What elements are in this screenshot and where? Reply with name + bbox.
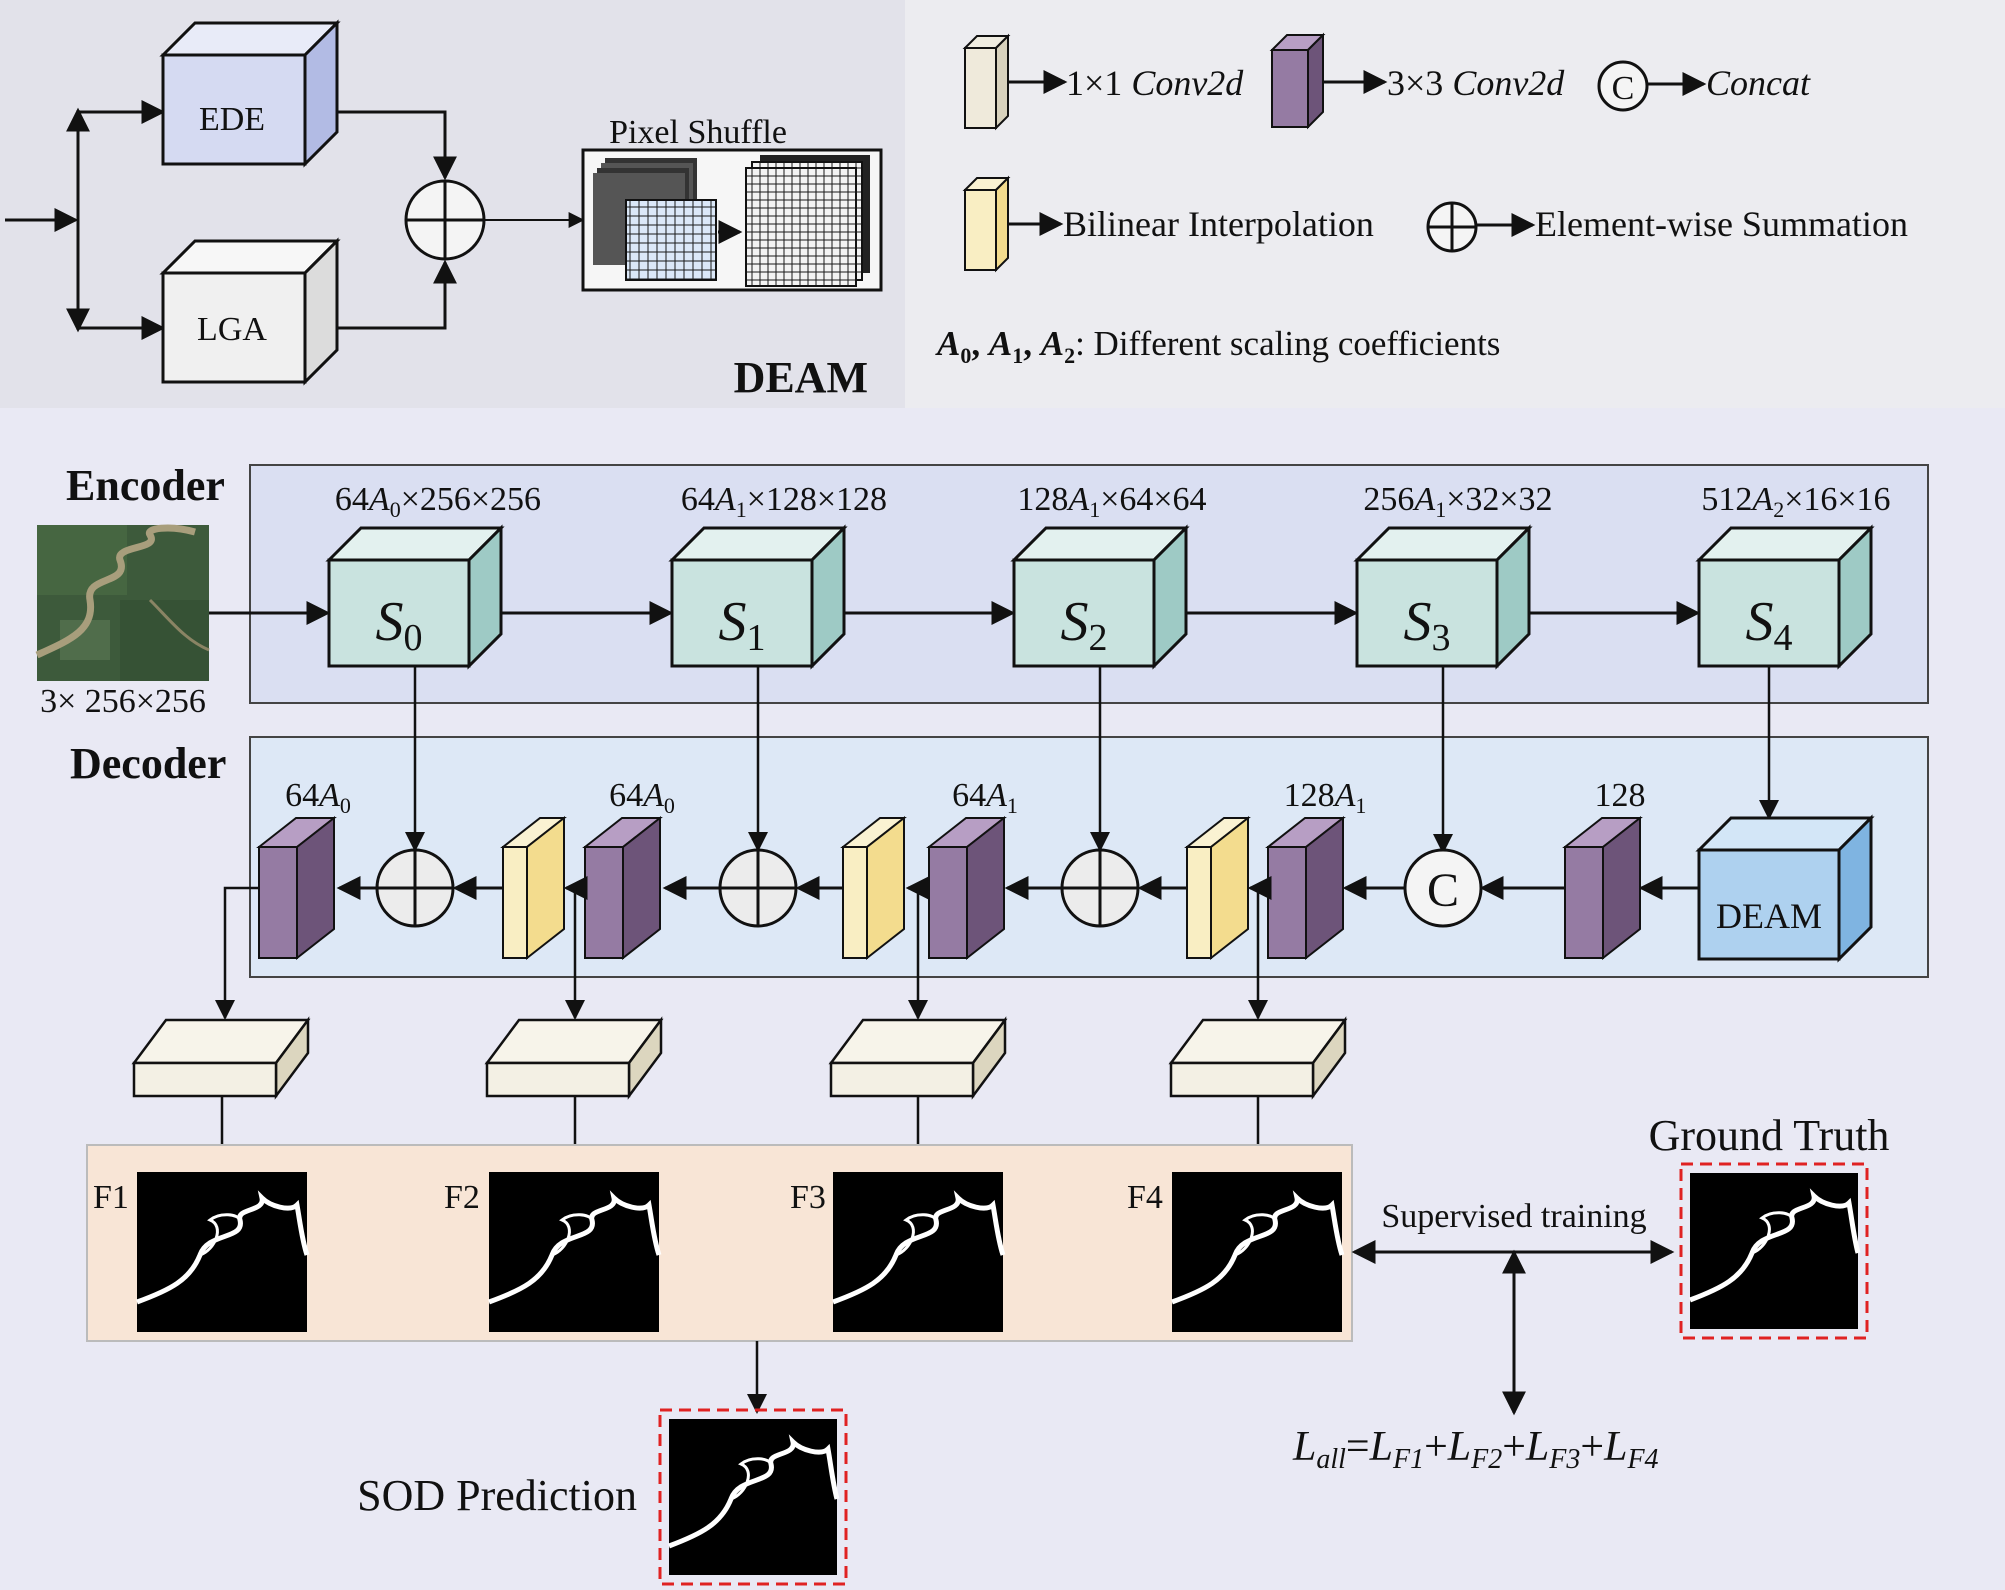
channel-label-1: 64A0 <box>285 777 351 818</box>
head-1 <box>131 1016 311 1100</box>
encoder-label: Encoder <box>66 461 225 510</box>
lga-label: LGA <box>197 311 267 348</box>
legend-concat-icon <box>1597 60 1649 112</box>
legend-bilinear-text: Bilinear Interpolation <box>1063 204 1374 244</box>
map-f4 <box>1171 1172 1345 1332</box>
decoder-bilinear-3 <box>1184 815 1251 961</box>
legend-bilinear-icon <box>962 175 1011 273</box>
legend-conv3-text: 3×3 Conv2d <box>1387 63 1565 103</box>
stage-s1-name: S1 <box>719 591 766 659</box>
legend-coefficients: A0, A1, A2: Different scaling coefficien… <box>935 324 1500 368</box>
decoder-sum-1 <box>718 848 798 928</box>
deam-title: DEAM <box>734 353 868 402</box>
map-f2 <box>488 1172 662 1332</box>
legend-conv1-icon <box>962 33 1011 131</box>
decoder-section: Decoder DEAM 128 C <box>70 666 1929 1020</box>
head-2 <box>484 1016 664 1100</box>
legend-conv1-text: 1×1 Conv2d <box>1066 63 1244 103</box>
sod-prediction: SOD Prediction <box>357 1408 848 1586</box>
decoder-sum-0 <box>375 848 455 928</box>
head-3 <box>828 1016 1008 1100</box>
deam-sum-symbol <box>404 179 486 261</box>
ground-truth-border <box>1679 1162 1869 1340</box>
channel-label-2: 64A0 <box>609 777 675 818</box>
head-4 <box>1168 1016 1348 1100</box>
legend-panel: 1×1 Conv2d 3×3 Conv2d C Concat Bilinear … <box>905 0 2005 408</box>
map-f3 <box>832 1172 1006 1332</box>
pixel-shuffle-block <box>581 148 883 292</box>
encoder-section: Encoder 3× 256×256 S0 64A0×256×256 S1 64 <box>35 461 1929 720</box>
decoder-bilinear-1 <box>500 815 567 961</box>
stage-s4: S4 512A2×16×16 <box>1695 481 1891 670</box>
lga-to-sum-line <box>337 259 457 330</box>
map-label-f3: F3 <box>790 1179 826 1216</box>
stage-s3: S3 256A1×32×32 <box>1353 481 1553 670</box>
stage-s3-name: S3 <box>1404 591 1451 659</box>
supervised-training-label: Supervised training <box>1381 1198 1646 1235</box>
pixel-shuffle-label: Pixel Shuffle <box>609 114 787 151</box>
decoder-deam-block: DEAM <box>1695 814 1875 963</box>
stage-s0-name: S0 <box>376 591 423 659</box>
decoder-concat-symbol: C <box>1427 864 1459 917</box>
channel-label-4: 128A1 <box>1284 777 1367 818</box>
sod-prediction-border <box>658 1408 848 1586</box>
map-label-f2: F2 <box>444 1179 480 1216</box>
stage-s1-dims: 64A1×128×128 <box>681 481 887 522</box>
stage-s0-dims: 64A0×256×256 <box>335 481 541 522</box>
decoder-sum-2 <box>1060 848 1140 928</box>
channel-label-5: 128 <box>1595 777 1646 814</box>
input-satellite-image <box>35 524 210 681</box>
stage-s4-name: S4 <box>1746 591 1793 659</box>
sod-prediction-label: SOD Prediction <box>357 1471 637 1520</box>
decoder-deam-label: DEAM <box>1716 896 1822 936</box>
prediction-heads <box>131 1016 1348 1172</box>
input-size-label: 3× 256×256 <box>40 683 206 720</box>
legend-sum-text: Element-wise Summation <box>1535 204 1908 244</box>
ede-label: EDE <box>199 101 265 138</box>
stage-s2: S2 128A1×64×64 <box>1010 481 1207 670</box>
stage-s1: S1 64A1×128×128 <box>668 481 887 670</box>
decoder-conv3x3-4 <box>1265 815 1346 961</box>
legend-sum-icon <box>1426 201 1478 253</box>
decoder-conv3x3-5 <box>1562 815 1643 961</box>
stage-s2-dims: 128A1×64×64 <box>1017 481 1206 522</box>
ground-truth: Ground Truth <box>1649 1111 1890 1340</box>
legend-conv3-icon <box>1269 32 1326 130</box>
map-label-f1: F1 <box>93 1179 129 1216</box>
decoder-conv3x3-1 <box>256 815 337 961</box>
ede-block: EDE <box>159 19 341 168</box>
decoder-label: Decoder <box>70 739 226 788</box>
lga-block: LGA <box>159 237 341 386</box>
decoder-bilinear-2 <box>840 815 907 961</box>
conv1-branch-line <box>215 886 259 1020</box>
legend-concat-text: Concat <box>1706 63 1811 103</box>
output-section: F1 F2 F3 F4 <box>86 1144 1353 1414</box>
ede-to-sum-line <box>337 110 457 181</box>
stage-s0: S0 64A0×256×256 <box>325 481 541 670</box>
stage-s3-dims: 256A1×32×32 <box>1363 481 1552 522</box>
ground-truth-label: Ground Truth <box>1649 1111 1890 1160</box>
decoder-conv3x3-2 <box>582 815 663 961</box>
deam-panel: EDE LGA Pixel Shuffle <box>0 0 905 408</box>
legend-concat-symbol: C <box>1612 70 1635 107</box>
decoder-conv3x3-3 <box>926 815 1007 961</box>
map-f1 <box>136 1172 310 1332</box>
channel-label-3: 64A1 <box>952 777 1018 818</box>
loss-formula: Lall=LF1+LF2+LF3+LF4 <box>1292 1424 1659 1475</box>
map-label-f4: F4 <box>1127 1179 1163 1216</box>
stage-s4-dims: 512A2×16×16 <box>1701 481 1890 522</box>
stage-s2-name: S2 <box>1061 591 1108 659</box>
